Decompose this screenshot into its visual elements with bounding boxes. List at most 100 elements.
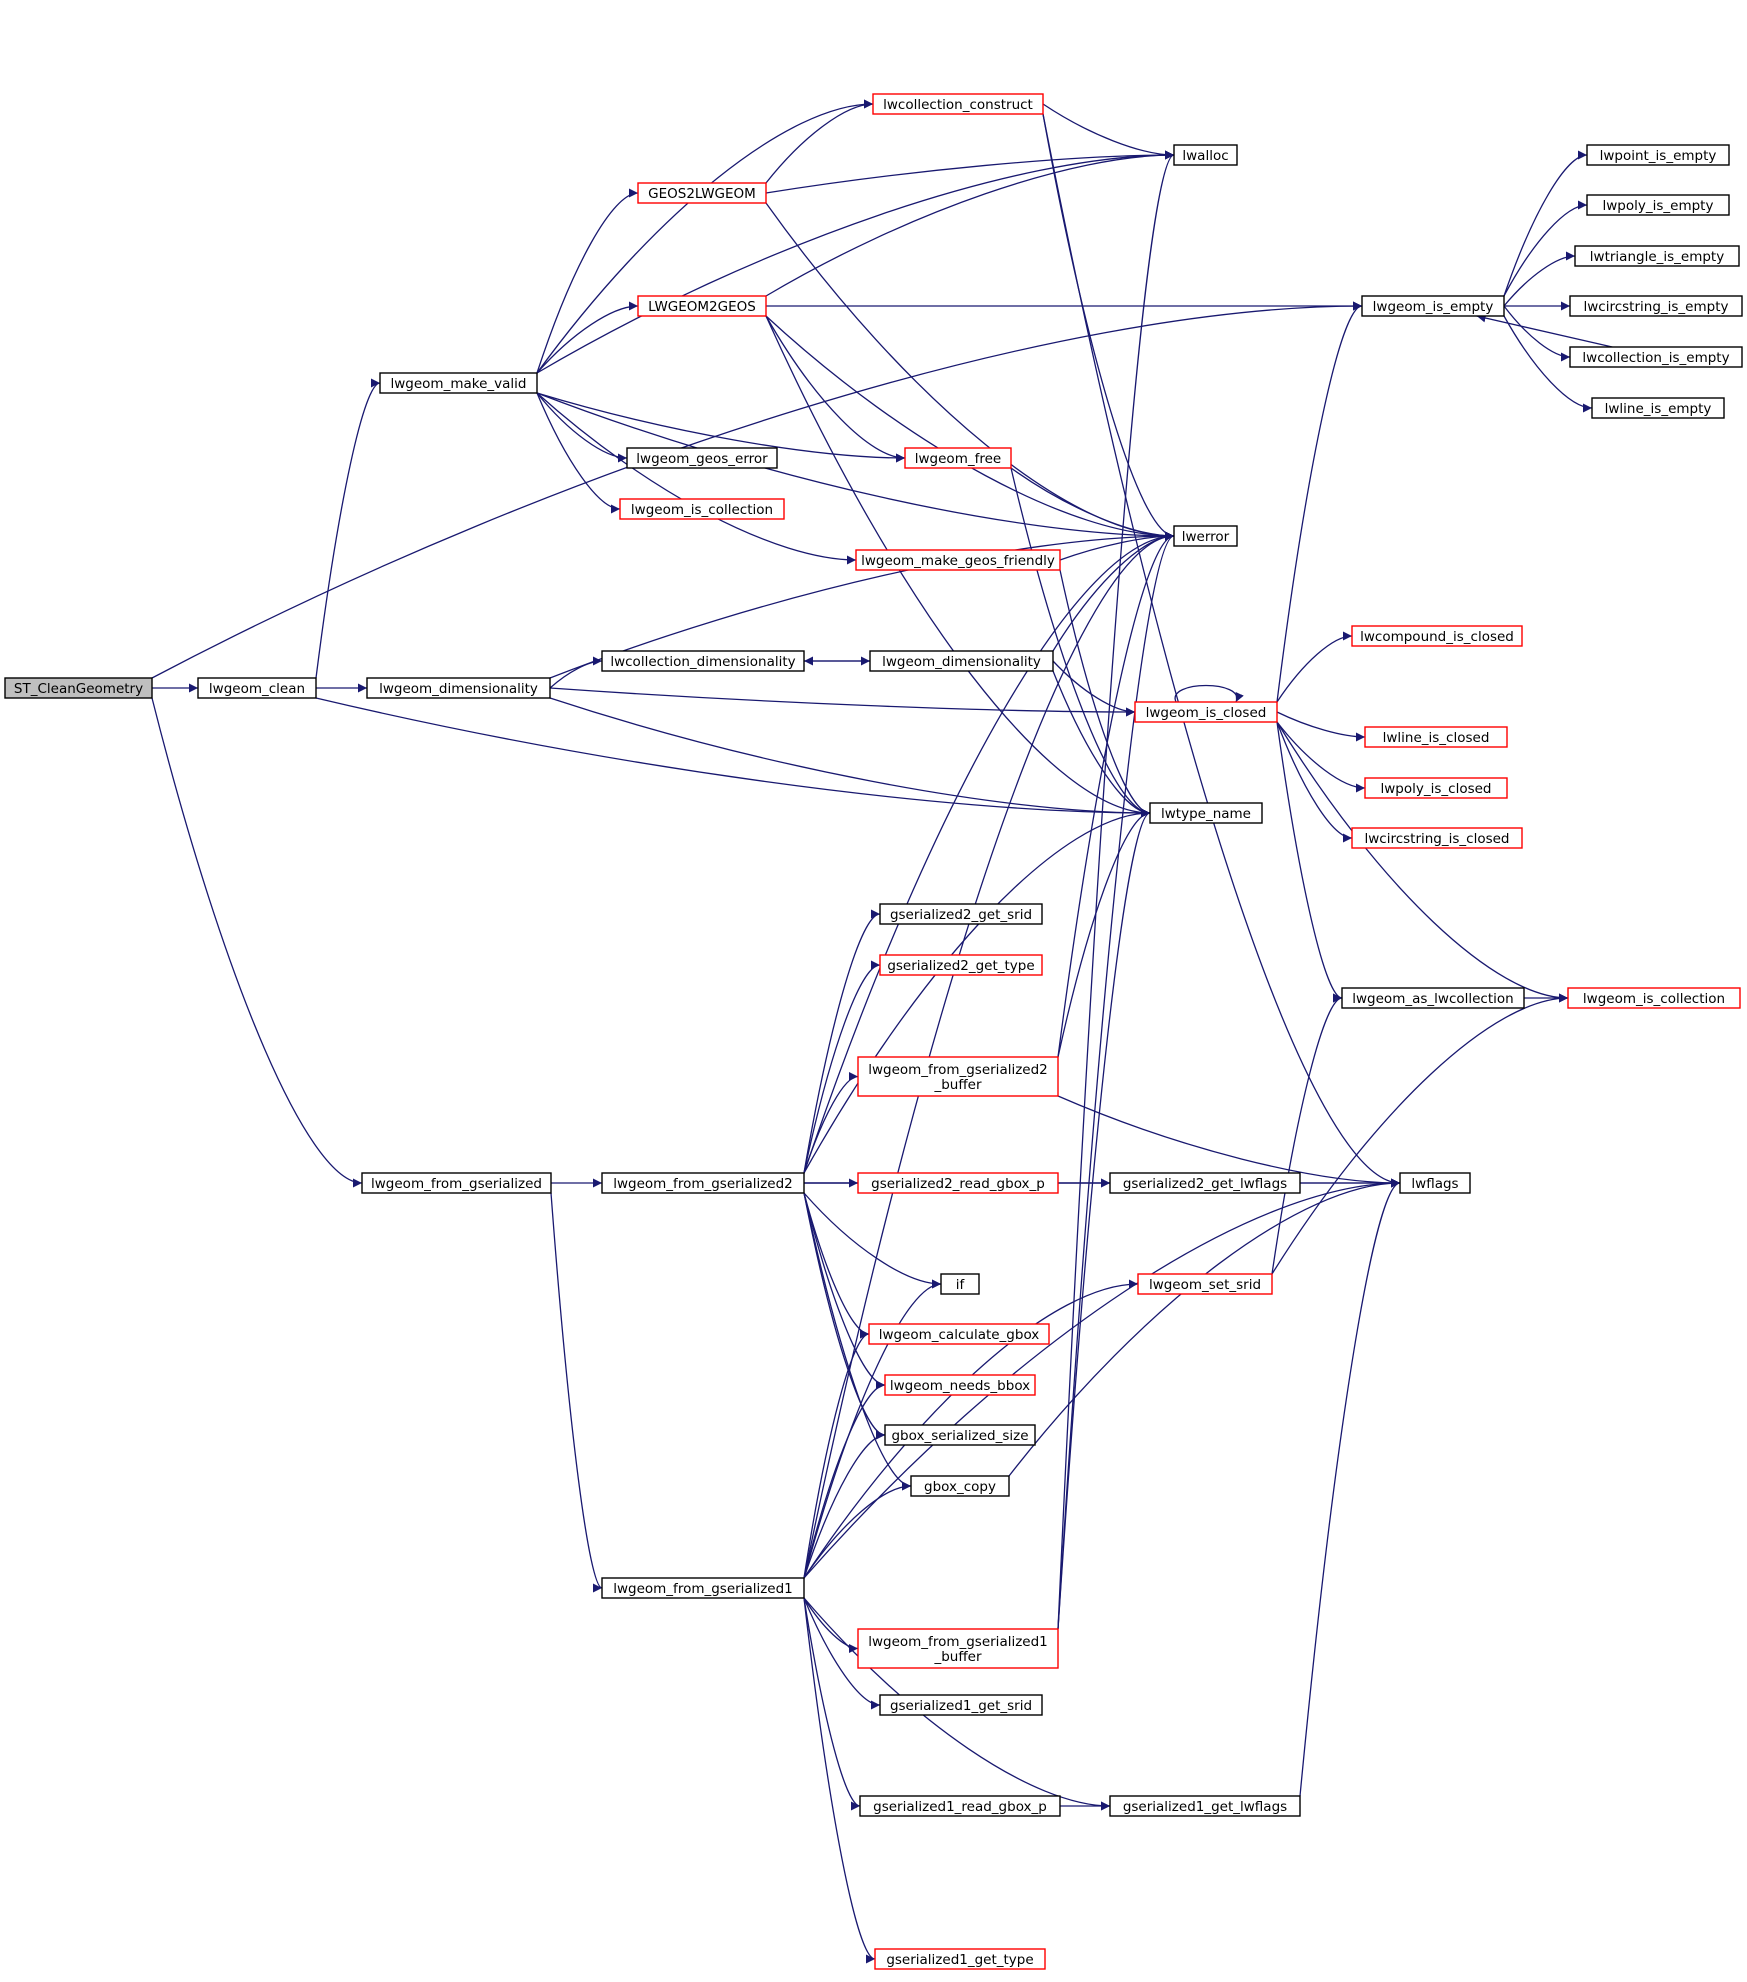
edge-lwgeom-make-valid-to-lwgeom2geos	[536, 301, 639, 374]
node-lwgeom-free[interactable]: lwgeom_free	[904, 447, 1012, 469]
node-geos2lwgeom[interactable]: GEOS2LWGEOM	[637, 182, 767, 204]
edge-lwgeom-from-gserialized-to-lwgeom-from-gserialized1	[550, 1192, 603, 1593]
node-lwtype-name[interactable]: lwtype_name	[1149, 802, 1263, 824]
edge-lwgeom-from-gserialized1-to-gserialized1-get-srid	[803, 1597, 881, 1710]
node-lwgeom-dimensionality-b[interactable]: lwgeom_dimensionality	[869, 650, 1054, 672]
node-label: lwgeom_needs_bbox	[890, 1378, 1030, 1394]
node-lwgeom-calculate-gbox[interactable]: lwgeom_calculate_gbox	[868, 1323, 1050, 1345]
node-label: lwgeom_from_gserialized1	[613, 1581, 793, 1597]
node-gserialized2-get-type[interactable]: gserialized2_get_type	[879, 954, 1043, 976]
node-lwflags[interactable]: lwflags	[1399, 1172, 1471, 1194]
node-gserialized1-read-gbox-p[interactable]: gserialized1_read_gbox_p	[859, 1795, 1061, 1817]
node-box	[4, 677, 153, 699]
node-lwcollection-is-empty[interactable]: lwcollection_is_empty	[1569, 346, 1743, 368]
node-gserialized1-get-type[interactable]: gserialized1_get_type	[874, 1948, 1046, 1970]
node-lwline-is-empty[interactable]: lwline_is_empty	[1591, 397, 1725, 419]
node-lwalloc[interactable]: lwalloc	[1173, 144, 1238, 166]
edge-st-cleangeometry-to-lwgeom-is-empty	[151, 301, 1363, 679]
node-box	[857, 1056, 1059, 1097]
node-lwpoint-is-empty[interactable]: lwpoint_is_empty	[1586, 144, 1730, 166]
node-label: lwgeom_is_collection	[1583, 991, 1725, 1007]
edge-lwgeom-from-gserialized1-buffer-to-lwerror	[1057, 531, 1175, 1630]
node-gserialized2-get-lwflags[interactable]: gserialized2_get_lwflags	[1109, 1172, 1301, 1194]
node-label: lwgeom_free	[915, 451, 1001, 467]
node-box	[1137, 1273, 1273, 1295]
node-lwgeom-from-gserialized1[interactable]: lwgeom_from_gserialized1	[601, 1577, 805, 1599]
edge-lwgeom-from-gserialized1-to-gserialized1-get-type	[803, 1597, 876, 1964]
node-lwpoly-is-closed[interactable]: lwpoly_is_closed	[1364, 777, 1508, 799]
node-lwgeom-set-srid[interactable]: lwgeom_set_srid	[1137, 1273, 1273, 1295]
node-gbox-copy[interactable]: gbox_copy	[910, 1475, 1010, 1497]
node-gserialized1-get-lwflags[interactable]: gserialized1_get_lwflags	[1109, 1795, 1301, 1817]
node-lwgeom2geos[interactable]: LWGEOM2GEOS	[637, 295, 767, 317]
node-label: lwgeom_from_gserialized2	[868, 1062, 1048, 1078]
node-box	[1399, 1172, 1471, 1194]
edge-lwgeom-from-gserialized2-buffer-to-lwflags	[1057, 1095, 1401, 1188]
node-lwgeom-dimensionality-a[interactable]: lwgeom_dimensionality	[366, 677, 551, 699]
node-lwcollection-construct[interactable]: lwcollection_construct	[872, 93, 1044, 115]
node-box	[1569, 346, 1743, 368]
node-label: lwpoint_is_empty	[1600, 148, 1717, 164]
node-gserialized2-read-gbox-p[interactable]: gserialized2_read_gbox_p	[857, 1172, 1059, 1194]
node-box	[1591, 397, 1725, 419]
edge-lwgeom2geos-to-lwtype-name	[765, 315, 1151, 818]
node-box	[884, 1424, 1036, 1446]
edge-lwgeom-dimensionality-a-to-lwerror	[549, 531, 1175, 679]
node-lwgeom-is-closed[interactable]: lwgeom_is_closed	[1134, 701, 1278, 723]
node-box	[1341, 987, 1525, 1009]
edge-lwgeom-is-empty-to-lwpoint-is-empty	[1503, 150, 1588, 297]
node-box	[366, 677, 551, 699]
node-box	[1351, 827, 1523, 849]
node-gbox-serialized-size[interactable]: gbox_serialized_size	[884, 1424, 1036, 1446]
node-lwgeom-is-collection-a[interactable]: lwgeom_is_collection	[619, 498, 785, 520]
node-lwtriangle-is-empty[interactable]: lwtriangle_is_empty	[1574, 245, 1740, 267]
node-label: gbox_copy	[924, 1479, 996, 1495]
node-lwerror[interactable]: lwerror	[1173, 525, 1238, 547]
edge-lwgeom-make-valid-to-geos2lwgeom	[536, 188, 639, 374]
node-box	[1569, 295, 1743, 317]
function-nodes: ST_CleanGeometry lwgeom_clean lwgeom_from_…	[4, 93, 1743, 1970]
node-box	[619, 498, 785, 520]
node-if[interactable]: if	[940, 1273, 980, 1295]
node-label: gserialized1_get_lwflags	[1123, 1799, 1287, 1815]
node-box	[879, 954, 1043, 976]
node-lwgeom-from-gserialized1-buffer[interactable]: lwgeom_from_gserialized1_buffer	[857, 1628, 1059, 1669]
edge-lwgeom-from-gserialized2-buffer-to-lwtype-name	[1057, 808, 1151, 1058]
edge-lwcollection-construct-to-lwerror	[1042, 113, 1175, 541]
node-lwgeom-from-gserialized2-buffer[interactable]: lwgeom_from_gserialized2_buffer	[857, 1056, 1059, 1097]
node-lwcollection-dimensionality[interactable]: lwcollection_dimensionality	[601, 650, 805, 672]
node-lwgeom-needs-bbox[interactable]: lwgeom_needs_bbox	[884, 1374, 1036, 1396]
node-label: gserialized2_get_type	[887, 958, 1034, 974]
node-box	[197, 677, 317, 699]
node-box	[857, 1628, 1059, 1669]
node-lwpoly-is-empty[interactable]: lwpoly_is_empty	[1586, 194, 1730, 216]
node-lwline-is-closed[interactable]: lwline_is_closed	[1364, 726, 1508, 748]
node-box	[379, 372, 538, 394]
node-lwgeom-make-geos-friendly[interactable]: lwgeom_make_geos_friendly	[855, 549, 1061, 571]
node-lwgeom-as-lwcollection[interactable]: lwgeom_as_lwcollection	[1341, 987, 1525, 1009]
edge-lwgeom-from-gserialized1-to-lwgeom-needs-bbox	[803, 1380, 886, 1579]
node-box	[910, 1475, 1010, 1497]
node-lwcompound-is-closed[interactable]: lwcompound_is_closed	[1351, 625, 1523, 647]
node-lwgeom-clean[interactable]: lwgeom_clean	[197, 677, 317, 699]
edge-lwgeom-dimensionality-a-to-lwtype-name	[549, 697, 1151, 818]
node-gserialized2-get-srid[interactable]: gserialized2_get_srid	[879, 903, 1043, 925]
node-label: _buffer	[933, 1649, 981, 1665]
node-box	[855, 549, 1061, 571]
node-lwgeom-is-collection-b[interactable]: lwgeom_is_collection	[1567, 987, 1741, 1009]
node-lwgeom-from-gserialized[interactable]: lwgeom_from_gserialized	[361, 1172, 552, 1194]
node-lwgeom-make-valid[interactable]: lwgeom_make_valid	[379, 372, 538, 394]
node-lwgeom-geos-error[interactable]: lwgeom_geos_error	[626, 447, 778, 469]
node-gserialized1-get-srid[interactable]: gserialized1_get_srid	[879, 1694, 1043, 1716]
edge-lwgeom-dimensionality-a-to-lwcollection-dimensionality	[549, 656, 603, 689]
node-st-cleangeometry[interactable]: ST_CleanGeometry	[4, 677, 153, 699]
node-label: lwgeom_is_closed	[1146, 705, 1267, 721]
node-lwcircstring-is-closed[interactable]: lwcircstring_is_closed	[1351, 827, 1523, 849]
node-lwcircstring-is-empty[interactable]: lwcircstring_is_empty	[1569, 295, 1743, 317]
node-lwgeom-from-gserialized2[interactable]: lwgeom_from_gserialized2	[601, 1172, 805, 1194]
node-label: lwgeom_from_gserialized1	[868, 1634, 1048, 1650]
node-box	[1361, 295, 1505, 317]
node-box	[1109, 1795, 1301, 1817]
node-lwgeom-is-empty[interactable]: lwgeom_is_empty	[1361, 295, 1505, 317]
node-label: lwline_is_closed	[1383, 730, 1490, 746]
